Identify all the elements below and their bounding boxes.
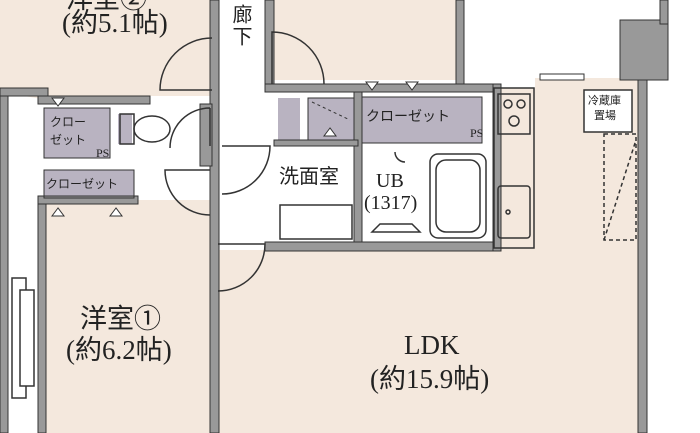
- washbasin-counter: [279, 204, 353, 240]
- window-left: [11, 277, 35, 399]
- window-top-right: [539, 73, 585, 81]
- burner-3: [508, 115, 520, 127]
- wall-wc-right: [199, 103, 213, 167]
- ps-left-label: PS: [96, 146, 110, 160]
- ldk-name: LDK: [404, 330, 460, 360]
- ub-arc: [394, 151, 406, 163]
- closet-left-label-line2: ゼット: [50, 133, 87, 147]
- wall-top-right: [659, 0, 669, 25]
- wall-kitchen-left: [492, 83, 502, 252]
- wall-room2-diag: [0, 87, 49, 97]
- closet-top-fill: [362, 97, 482, 143]
- door-room1: [164, 169, 211, 216]
- wall-room1-left: [37, 199, 47, 433]
- closet-left-label-line1: クロー: [50, 115, 87, 129]
- ldk-size: (約15.9帖): [370, 364, 490, 394]
- kitchen-counter: [493, 87, 535, 249]
- stove: [497, 93, 531, 135]
- sink: [497, 185, 531, 239]
- fridge-label-line1: 冷蔵庫: [588, 95, 621, 107]
- closet-top-label: クローゼット: [366, 110, 450, 125]
- bathtub: [429, 153, 487, 239]
- washroom-shelf-fill: [278, 98, 300, 140]
- door-upper: [271, 31, 325, 85]
- washroom-label: 洗面室: [279, 166, 339, 188]
- door-room2: [159, 37, 213, 91]
- closet-lower-fill: [44, 170, 134, 198]
- wall-upper-right: [455, 0, 465, 87]
- wall-corridor-left: [209, 0, 220, 433]
- bathroom-floor: [360, 150, 496, 242]
- room2-size: (約5.1帖): [62, 8, 168, 38]
- wall-washroom-mid: [273, 139, 359, 147]
- burner-2: [516, 99, 526, 109]
- wall-washroom-right: [353, 91, 363, 243]
- fridge-label-box: [583, 89, 633, 133]
- ps-left-fill: [118, 114, 132, 144]
- room2-name: 洋室②: [66, 0, 147, 13]
- ub-name: UB: [376, 170, 404, 192]
- fridge-label-line2: 置場: [594, 110, 616, 122]
- corridor-label: 廊下: [229, 4, 251, 48]
- wall-left-stub: [0, 95, 9, 433]
- closet-left-fill: [44, 108, 110, 158]
- fridge-diagonal: [603, 139, 637, 241]
- burner-1: [503, 99, 513, 109]
- ub-size: (1317): [364, 192, 418, 214]
- toilet-bowl: [133, 115, 171, 143]
- wall-bath-bottom: [264, 241, 502, 252]
- shower-tray: [370, 223, 422, 233]
- wall-room2-bottom: [37, 95, 151, 105]
- door-washroom: [221, 145, 271, 195]
- fridge-space: [603, 133, 637, 241]
- room1-name: 洋室①: [80, 304, 161, 334]
- room2-floor: [0, 0, 212, 100]
- door-wc: [169, 107, 211, 149]
- wall-upper-bottom: [264, 83, 502, 93]
- corridor-floor: [218, 0, 266, 250]
- ps-right-label: PS: [470, 126, 484, 140]
- closet-lower-label: クローゼット: [46, 177, 119, 191]
- wall-right-outer: [637, 69, 648, 433]
- room1-size: (約6.2帖): [66, 335, 172, 365]
- bathtub-inner: [435, 159, 481, 233]
- door-ldk: [217, 243, 266, 292]
- wall-room1-top: [37, 195, 139, 205]
- column-right: [619, 19, 669, 81]
- sink-drain: [505, 209, 511, 215]
- room1-floor: [46, 200, 210, 433]
